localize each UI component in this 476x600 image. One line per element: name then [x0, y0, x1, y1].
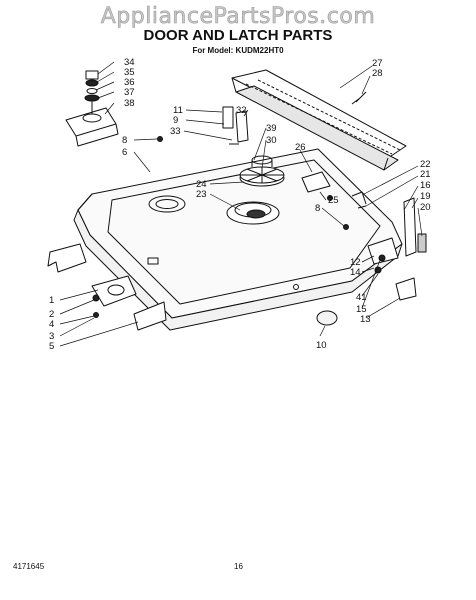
- callout: 35: [124, 67, 135, 78]
- callout: 38: [124, 98, 135, 109]
- callout-labels: 34 35 36 37 38 11 9 33 32 8 6 39 30 27 2…: [49, 57, 431, 352]
- callout: 10: [316, 340, 327, 351]
- callout: 41: [356, 292, 367, 303]
- callout: 36: [124, 77, 135, 88]
- watermark: AppliancePartsPros.com: [100, 4, 376, 30]
- callout: 19: [420, 191, 431, 202]
- callout: 21: [420, 169, 431, 180]
- model-subtitle: For Model: KUDM22HT0: [192, 46, 284, 55]
- callout: 12: [350, 257, 361, 268]
- callout: 9: [173, 115, 178, 126]
- callout: 39: [266, 123, 277, 134]
- callout: 32: [236, 105, 247, 116]
- page-number: 16: [234, 562, 243, 571]
- callout: 15: [356, 304, 367, 315]
- vent-assembly: [231, 69, 407, 171]
- page-title: DOOR AND LATCH PARTS: [143, 27, 333, 44]
- dispenser-assembly: [226, 155, 285, 225]
- document-id: 4171645: [13, 562, 45, 571]
- latch-module: [65, 70, 119, 147]
- bottom-latch: [91, 275, 167, 331]
- door-inner-panel: [107, 159, 381, 305]
- callout: 20: [420, 202, 431, 213]
- callout: 26: [295, 142, 306, 153]
- callout: 23: [196, 189, 207, 200]
- dispenser-recess: [148, 195, 186, 213]
- door-front-lip: [73, 209, 403, 331]
- callout: 22: [420, 159, 431, 170]
- callout: 3: [49, 331, 54, 342]
- callout: 2: [49, 309, 54, 320]
- callout: 27: [372, 58, 383, 69]
- callout: 33: [170, 126, 181, 137]
- callout: 8: [122, 135, 127, 146]
- callout: 8: [315, 203, 320, 214]
- callout: 34: [124, 57, 135, 68]
- callout: 11: [173, 105, 183, 116]
- callout: 37: [124, 87, 135, 98]
- callout: 6: [122, 147, 127, 158]
- callout: 16: [420, 180, 431, 191]
- knob: [316, 310, 338, 326]
- callout: 5: [49, 341, 54, 352]
- right-hinge: [157, 136, 427, 301]
- callout: 24: [196, 179, 207, 190]
- callout: 14: [350, 267, 361, 278]
- left-bracket: [47, 243, 87, 273]
- callout: 25: [328, 195, 339, 206]
- callout: 13: [360, 314, 371, 325]
- callout: 30: [266, 135, 277, 146]
- callout: 1: [49, 295, 54, 306]
- callout: 28: [372, 68, 383, 79]
- callout: 4: [49, 319, 54, 330]
